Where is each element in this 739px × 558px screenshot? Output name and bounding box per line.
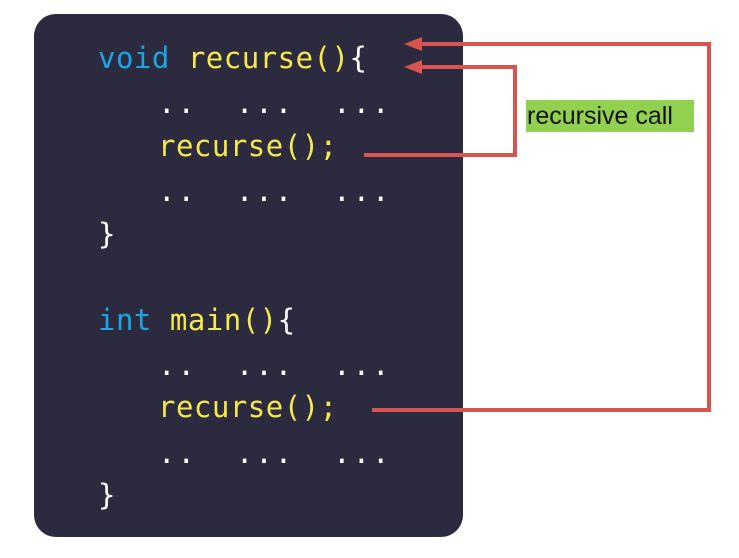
open-brace: { — [349, 41, 368, 75]
keyword-int: int — [98, 303, 152, 337]
keyword-void: void — [98, 41, 170, 75]
arrow-line-inner — [364, 65, 517, 157]
arrow-main-to-recurse — [372, 37, 711, 412]
code-placeholder-dots: .. ... ... — [158, 348, 392, 382]
code-line-main-signature: int main(){ — [98, 302, 296, 338]
close-brace: } — [98, 217, 116, 251]
arrow-recursive-call — [364, 60, 517, 157]
code-line-recurse-signature: void recurse(){ — [98, 40, 367, 76]
recurse-call-in-recurse: recurse(); — [158, 129, 338, 163]
recurse-call-in-main: recurse(); — [158, 390, 338, 424]
code-block — [34, 14, 463, 537]
close-brace: } — [98, 478, 116, 512]
arrowhead-outer-icon — [404, 37, 422, 51]
code-placeholder-dots: .. ... ... — [158, 86, 392, 120]
arrow-line-outer — [372, 42, 711, 412]
arrowhead-inner-icon — [404, 60, 422, 74]
function-name-recurse: recurse() — [187, 41, 350, 75]
code-placeholder-dots: .. ... ... — [158, 436, 392, 470]
open-brace: { — [277, 303, 296, 337]
code-placeholder-dots: .. ... ... — [158, 174, 392, 208]
function-name-main: main() — [169, 303, 278, 337]
recursive-call-label: recursive call — [526, 100, 694, 132]
